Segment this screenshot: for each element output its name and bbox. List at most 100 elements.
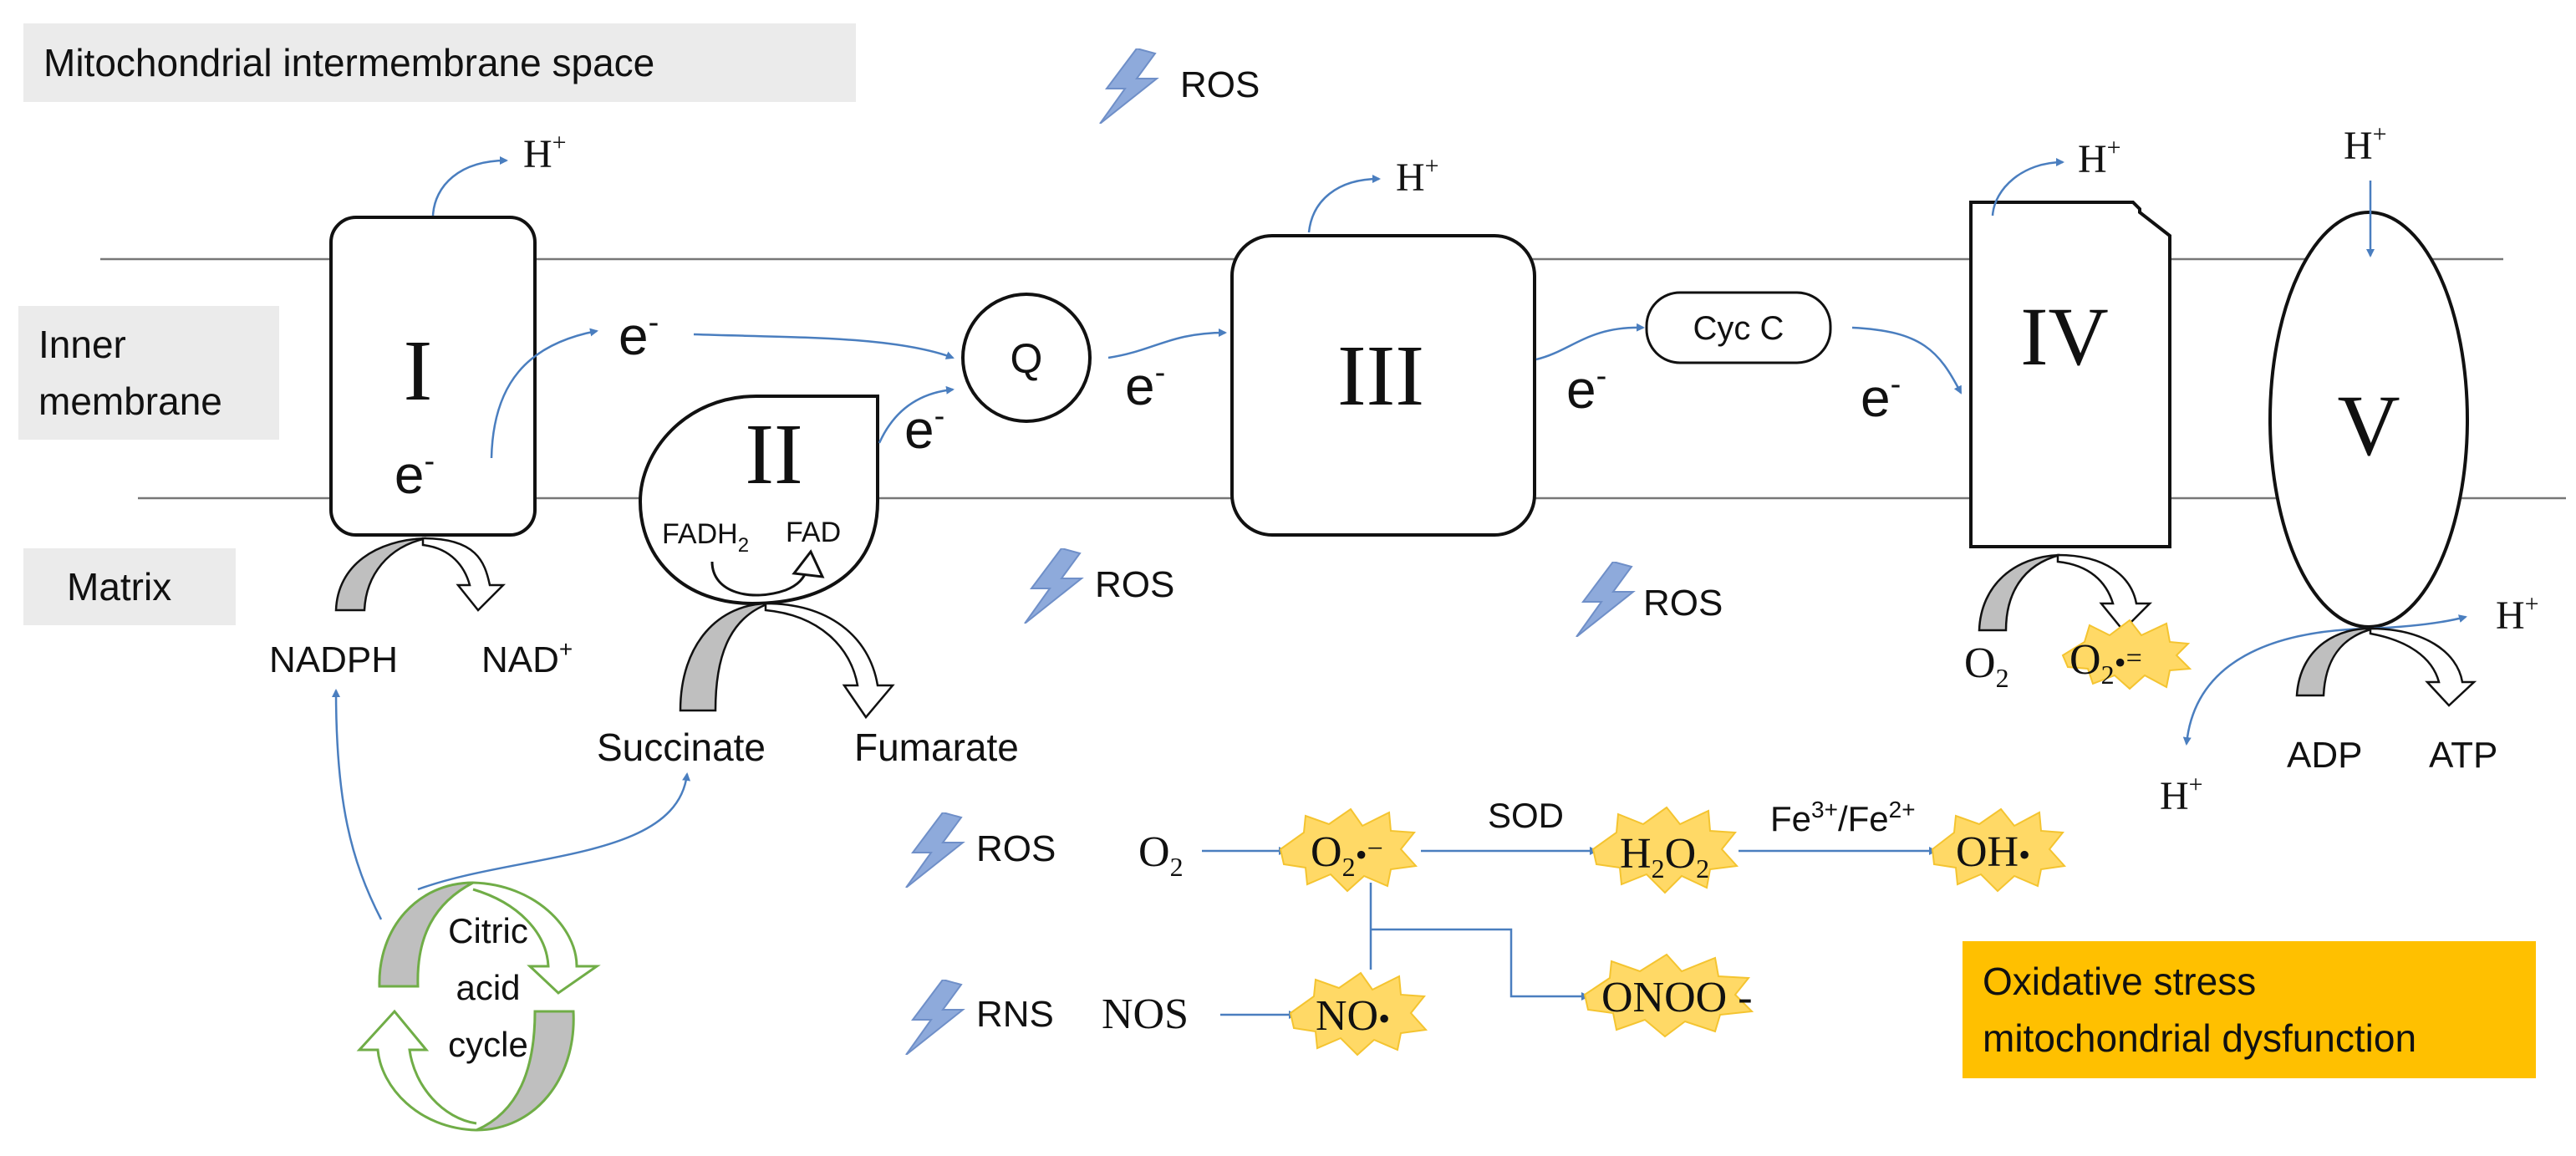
complex-iii-box <box>1230 234 1536 537</box>
succinate-grey-arc <box>679 602 770 712</box>
nitric-oxide-star <box>1289 971 1428 1057</box>
complex-iv-label: IV <box>2020 290 2109 383</box>
superoxide-label: O2•− <box>1311 828 1383 882</box>
complex-i-proton: H+ <box>523 129 567 176</box>
matrix-label: Matrix <box>23 548 236 625</box>
citric-to-succinate-arrow <box>417 772 691 891</box>
ros-label-top: ROS <box>1180 64 1260 105</box>
reaction-o2: O2 <box>1138 828 1184 882</box>
citric-cycle-left-arrow <box>378 881 474 988</box>
complex-ii-electron-arrow <box>878 385 955 444</box>
electron-arrow-iii-to-cyc <box>1535 323 1645 361</box>
ros-label-reaction: ROS <box>976 828 1056 869</box>
complex-iv-proton-arrow <box>1991 158 2064 216</box>
complex-v-proton-top: H+ <box>2344 120 2387 168</box>
citric-label-3: cycle <box>448 1025 528 1064</box>
superoxide-iv-label: O2•= <box>2069 636 2142 690</box>
oxidative-stress-text-1: Oxidative stress <box>1983 960 2257 1003</box>
cytochrome-c-label: Cyc C <box>1693 310 1784 347</box>
complex-v-proton-out-left <box>2182 627 2371 746</box>
hydroxyl-star <box>1931 807 2066 893</box>
adp-atp-white-arc <box>2369 627 2477 707</box>
succinate-white-arc <box>764 602 895 720</box>
complex-i-box <box>329 216 537 537</box>
complex-i-electron: e- <box>395 444 435 505</box>
electron-arrow-cyc-to-iv <box>1851 326 1963 395</box>
o2-white-arc <box>2056 553 2153 632</box>
citric-label-2: acid <box>456 968 520 1007</box>
fad-arrowhead <box>792 549 825 578</box>
superoxide-star-iv <box>2061 619 2192 690</box>
complex-v-label: V <box>2337 378 2400 474</box>
complex-iii-proton: H+ <box>1396 152 1439 200</box>
ros-bolt-mid-left <box>1024 548 1082 624</box>
ubiquinone-q <box>961 293 1092 423</box>
complex-ii-box <box>638 395 879 606</box>
ros-bolt-top <box>1099 48 1158 124</box>
atp-label: ATP <box>2429 735 2497 776</box>
nadph-label: NADPH <box>269 639 398 680</box>
electron-label-i: e- <box>619 305 659 366</box>
peroxynitrite-star <box>1583 953 1754 1038</box>
complex-i-proton-arrow <box>431 156 508 216</box>
electron-arrow-q-to-iii <box>1107 328 1227 359</box>
hydroxyl-label: OH• <box>1956 828 2030 876</box>
electron-label-q: e- <box>1125 355 1165 416</box>
citric-label-1: Citric <box>448 911 528 950</box>
electron-label-iii: e- <box>1566 359 1606 420</box>
ros-bolt-mid-right <box>1576 562 1634 637</box>
superoxide-star <box>1279 807 1418 893</box>
complex-iv-proton: H+ <box>2078 134 2121 181</box>
complex-v-proton-left: H+ <box>2160 771 2203 818</box>
branch-to-peroxynitrite <box>1371 928 1590 1001</box>
rns-label: RNS <box>976 994 1054 1035</box>
electron-arrow-i-up <box>490 328 598 459</box>
ros-bolt-reaction <box>905 812 964 888</box>
ros-label-mid-left: ROS <box>1095 564 1174 605</box>
complex-iv-o2: O2 <box>1964 639 2009 693</box>
complex-v <box>2268 211 2469 629</box>
adp-atp-grey-arc <box>2295 627 2375 697</box>
fad-label: FAD <box>786 517 841 548</box>
complex-v-proton-right: H+ <box>2496 590 2539 638</box>
citric-cycle-bottom-arc <box>356 1009 477 1132</box>
succinate-label: Succinate <box>597 726 766 769</box>
electron-label-cyc: e- <box>1861 367 1901 428</box>
inner-membrane-text-2: membrane <box>38 379 222 423</box>
nad-label: NAD+ <box>481 636 573 680</box>
nitric-oxide-label: NO• <box>1316 992 1390 1040</box>
citric-cycle-right-arrow <box>476 1010 575 1132</box>
h2o2-star <box>1591 806 1739 894</box>
ubiquinone-label: Q <box>1011 335 1043 382</box>
complex-ii-label: II <box>745 406 802 502</box>
nadph-grey-arc <box>334 537 427 612</box>
h2o2-label: H2O2 <box>1620 830 1709 884</box>
fadh2-to-fad-arrow <box>710 561 809 597</box>
sod-label: SOD <box>1488 796 1564 835</box>
rns-bolt <box>905 980 964 1055</box>
adp-label: ADP <box>2287 735 2362 776</box>
oxidative-stress-box: Oxidative stress mitochondrial dysfuncti… <box>1963 941 2536 1078</box>
citric-to-nadph-arrow <box>332 689 383 920</box>
matrix-text: Matrix <box>67 565 172 609</box>
inner-membrane-label: Inner membrane <box>18 306 279 440</box>
intermembrane-space-text: Mitochondrial intermembrane space <box>43 41 655 84</box>
cytochrome-c <box>1645 291 1832 364</box>
o2-grey-arc <box>1978 553 2060 632</box>
ros-label-mid-right: ROS <box>1643 583 1723 624</box>
complex-iv-box <box>1969 201 2171 548</box>
complex-iii-proton-arrow <box>1307 175 1381 233</box>
nos-label: NOS <box>1102 990 1189 1038</box>
oxidative-stress-text-2: mitochondrial dysfunction <box>1983 1016 2417 1060</box>
fe-label: Fe3+/Fe2+ <box>1770 797 1916 838</box>
intermembrane-space-label: Mitochondrial intermembrane space <box>23 23 856 102</box>
citric-cycle-top-arc <box>472 881 601 995</box>
fadh2-label: FADH2 <box>662 518 749 557</box>
complex-i-label: I <box>404 323 433 419</box>
peroxynitrite-label: ONOO - <box>1601 974 1753 1021</box>
nadph-white-arc <box>421 537 507 612</box>
complex-iii-label: III <box>1337 328 1424 424</box>
electron-label-ii: e- <box>904 399 944 460</box>
fumarate-label: Fumarate <box>854 726 1019 769</box>
